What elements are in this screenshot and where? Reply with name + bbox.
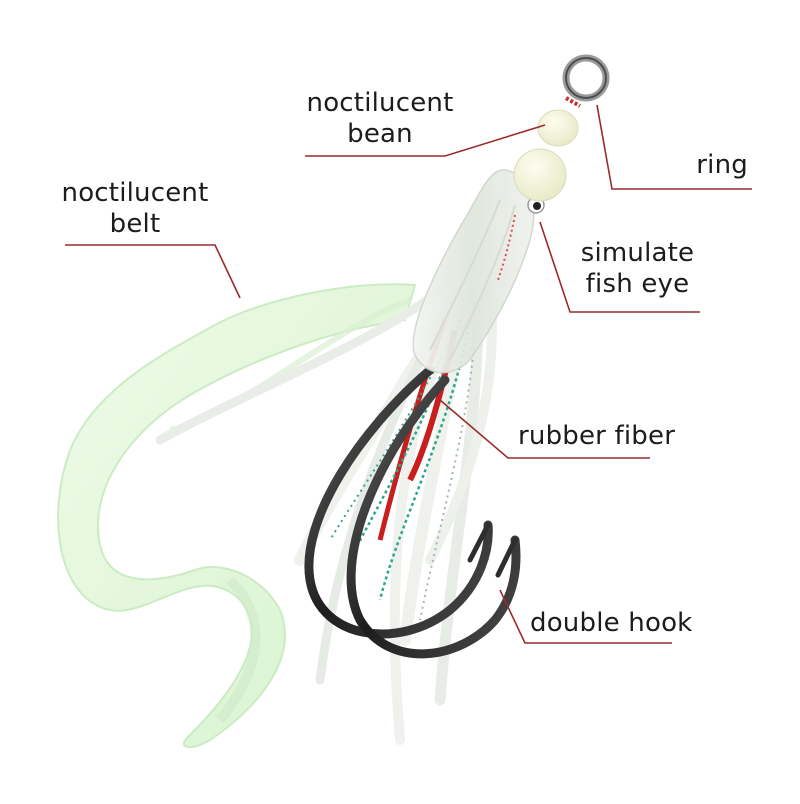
- label-ring-line-1: ring: [696, 150, 748, 180]
- noctilucent-beans: [513, 109, 579, 202]
- leader-lines: [65, 104, 752, 644]
- leader-line-eye: [539, 221, 700, 313]
- label-rubber-fiber: rubber fiber: [518, 421, 718, 452]
- label-simulate-fish-eye: simulate fish eye: [565, 238, 710, 300]
- label-belt-line-2: belt: [109, 209, 161, 239]
- label-bean-line-1: noctilucent: [306, 88, 454, 118]
- double-hook: [304, 365, 521, 659]
- label-ring: ring: [640, 150, 748, 181]
- leader-line-fiber: [439, 399, 650, 459]
- squid-body: [412, 169, 535, 374]
- label-double-hook: double hook: [530, 608, 730, 639]
- leader-line-belt: [65, 244, 241, 299]
- leader-line-ring: [596, 104, 752, 190]
- leader-line-hook: [499, 589, 672, 644]
- label-noctilucent-bean: noctilucent bean: [290, 88, 470, 150]
- leader-line-bean: [305, 124, 546, 157]
- ring-icon: [562, 54, 610, 108]
- label-eye-line-1: simulate: [580, 238, 695, 268]
- label-fiber-line-1: rubber fiber: [518, 421, 676, 451]
- label-noctilucent-belt: noctilucent belt: [40, 178, 230, 240]
- label-eye-line-2: fish eye: [585, 269, 690, 299]
- label-belt-line-1: noctilucent: [61, 178, 209, 208]
- label-hook-line-1: double hook: [530, 608, 693, 638]
- label-bean-line-2: bean: [347, 119, 413, 149]
